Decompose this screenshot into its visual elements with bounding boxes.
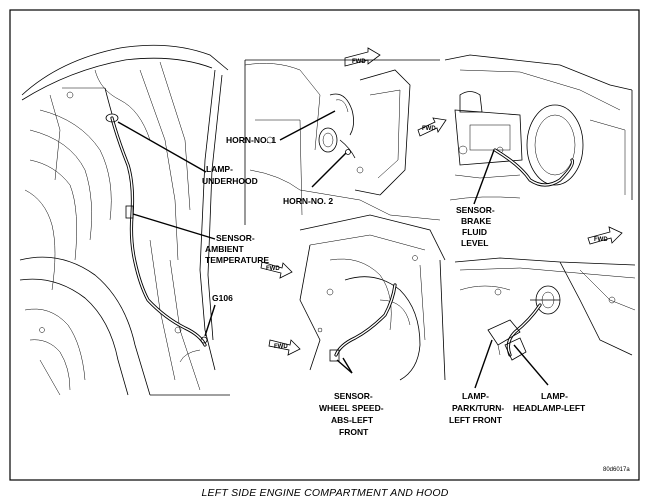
fwd-label: FWD bbox=[352, 59, 366, 65]
headlamp-illustration bbox=[454, 226, 636, 361]
fwd-arrow-icon bbox=[344, 47, 381, 67]
fwd-arrow-icon bbox=[587, 226, 623, 245]
wheel-speed-illustration bbox=[260, 214, 446, 381]
label-sensor-wheel-4: FRONT bbox=[339, 427, 369, 437]
label-sensor-ambient-2: AMBIENT bbox=[205, 244, 245, 254]
label-lamp-underhood-1: LAMP- bbox=[206, 164, 233, 174]
label-sensor-brake-1: SENSOR- bbox=[456, 205, 495, 215]
fwd-label: FWD bbox=[594, 237, 608, 243]
label-sensor-wheel-1: SENSOR- bbox=[334, 391, 373, 401]
fwd-label: FWD bbox=[266, 266, 280, 272]
label-lamp-underhood-2: UNDERHOOD bbox=[202, 176, 258, 186]
hood-fender-illustration bbox=[19, 44, 230, 396]
label-horn-1: HORN-NO. 1 bbox=[226, 135, 276, 145]
label-lamp-headlamp-1: LAMP- bbox=[541, 391, 568, 401]
label-sensor-brake-3: FLUID bbox=[462, 227, 487, 237]
label-sensor-ambient-3: TEMPERATURE bbox=[205, 255, 269, 265]
label-sensor-ambient-1: SENSOR- bbox=[216, 233, 255, 243]
fwd-arrow-icon bbox=[268, 339, 301, 356]
label-lamp-park-1: LAMP- bbox=[462, 391, 489, 401]
fwd-arrow-icon bbox=[260, 261, 293, 279]
diagram-frame bbox=[9, 9, 640, 481]
label-lamp-park-3: LEFT FRONT bbox=[449, 415, 503, 425]
brake-fluid-illustration bbox=[417, 54, 633, 201]
label-sensor-wheel-3: ABS-LEFT bbox=[331, 415, 374, 425]
label-sensor-wheel-2: WHEEL SPEED- bbox=[319, 403, 384, 413]
label-lamp-headlamp-2: HEADLAMP-LEFT bbox=[513, 403, 586, 413]
figure-id: 80d6017a bbox=[603, 467, 630, 473]
fwd-label: FWD bbox=[274, 344, 288, 350]
diagram-caption: LEFT SIDE ENGINE COMPARTMENT AND HOOD bbox=[202, 487, 449, 499]
fwd-label: FWD bbox=[422, 126, 436, 132]
fwd-arrow-icon bbox=[417, 117, 447, 137]
label-lamp-park-2: PARK/TURN- bbox=[452, 403, 504, 413]
label-horn-2: HORN-NO. 2 bbox=[283, 196, 333, 206]
label-sensor-brake-2: BRAKE bbox=[461, 216, 492, 226]
label-sensor-brake-4: LEVEL bbox=[461, 238, 488, 248]
label-g106: G106 bbox=[212, 293, 233, 303]
horns-illustration bbox=[244, 47, 441, 225]
leader-lines bbox=[117, 110, 549, 389]
